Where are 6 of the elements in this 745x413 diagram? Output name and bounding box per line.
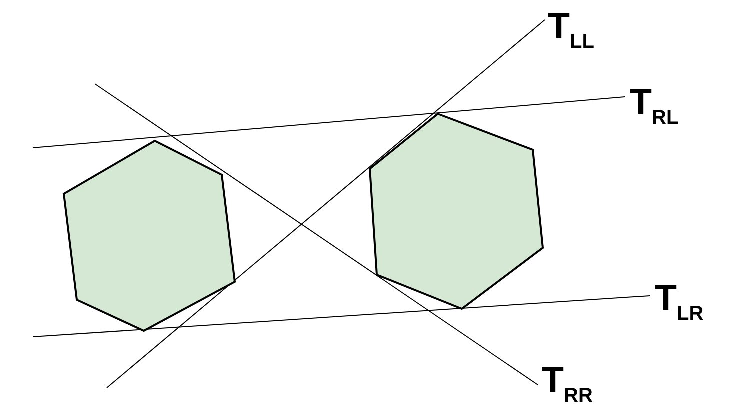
hexagon-shape bbox=[368, 112, 544, 310]
hexagon-shape bbox=[62, 140, 236, 332]
line-label: T$_{RL}$ bbox=[630, 84, 679, 131]
line-label: T$_{RR}$ bbox=[542, 362, 593, 409]
line-label: T$_{LL}$ bbox=[548, 8, 594, 55]
line-label: T$_{LR}$ bbox=[655, 280, 704, 327]
